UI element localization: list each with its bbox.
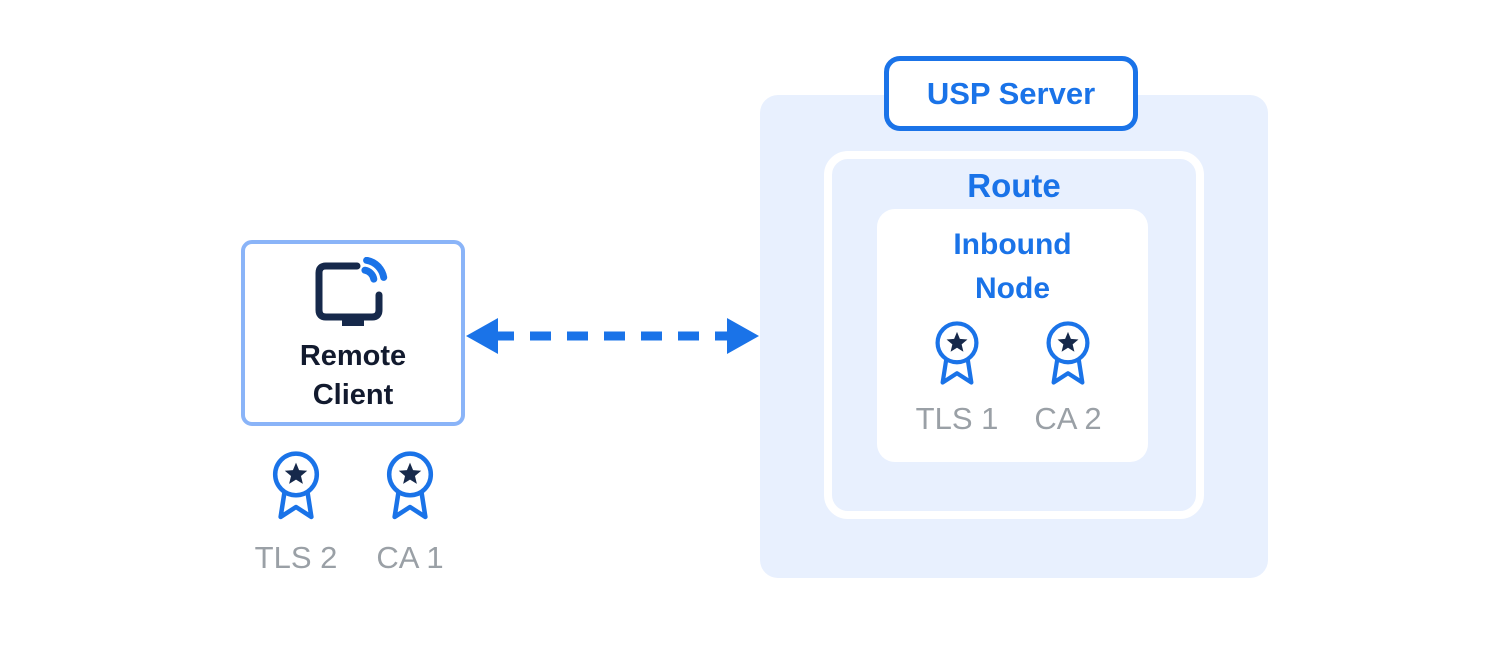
certificate-item: CA 2 [1022, 320, 1114, 437]
bidirectional-arrow-icon [466, 318, 759, 354]
certificate-badge-icon [930, 320, 984, 391]
certificate-item: TLS 2 [250, 450, 342, 576]
certificate-badge-icon [267, 450, 325, 526]
inbound-node-title: Inbound Node [953, 228, 1072, 305]
certificate-label: TLS 2 [254, 540, 338, 575]
remote-display-icon [315, 257, 388, 326]
certificate-label: TLS 1 [915, 401, 999, 436]
inbound-node: Inbound Node TLS 1 CA 2 [877, 209, 1148, 462]
certificate-item: CA 1 [364, 450, 456, 576]
remote-client-label: Remote Client [299, 340, 407, 411]
certificate-label: CA 1 [376, 540, 444, 575]
inbound-node-certificates: TLS 1 CA 2 [911, 320, 1114, 437]
remote-client-node: Remote Client [241, 240, 465, 426]
route-title: Route [967, 167, 1061, 204]
certificate-label: CA 2 [1034, 401, 1102, 436]
certificate-item: TLS 1 [911, 320, 1003, 437]
certificate-badge-icon [1041, 320, 1095, 391]
certificate-badge-icon [381, 450, 439, 526]
client-certificates: TLS 2 CA 1 [241, 450, 465, 576]
usp-server-title: USP Server [884, 56, 1138, 131]
